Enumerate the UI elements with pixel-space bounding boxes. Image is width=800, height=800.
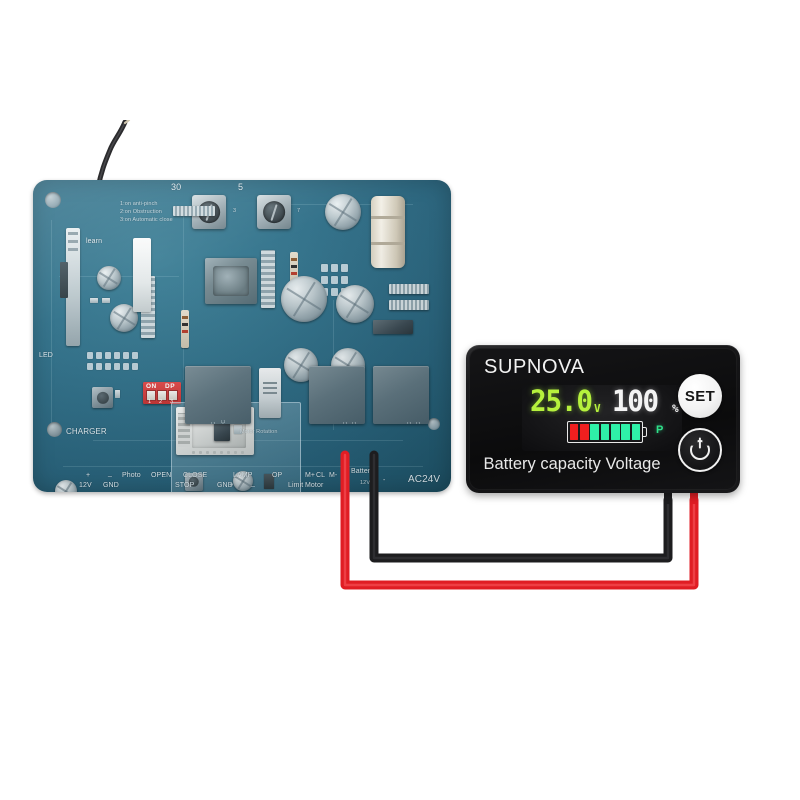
power-button[interactable]	[678, 428, 722, 472]
relay-motor-2: HKE HRS4H-S-DC12V 12A 125VAC 10A 250VAC	[309, 366, 365, 424]
voltage-regulator	[373, 320, 413, 334]
silk-motor-rotation: Motor Rotation	[240, 429, 278, 435]
relay-left-rating-1: 10A 277VAC	[211, 422, 217, 424]
label-photo: Photo	[122, 472, 141, 479]
mounting-hole	[47, 422, 62, 437]
label-supply-12v: 12V	[79, 482, 92, 489]
dip-switch[interactable]: ON DP 1 2 3	[143, 382, 181, 405]
electrolytic-cap	[325, 194, 361, 230]
label-close: CLOSE	[183, 472, 208, 479]
label-stop: STOP	[175, 482, 195, 489]
dip-switch-3[interactable]	[168, 390, 178, 401]
dip-number-3: 3	[170, 399, 173, 405]
brand-label: SUPNOVA	[484, 356, 585, 378]
dip-number-2: 2	[159, 398, 163, 405]
silk-led-label: LED	[39, 352, 53, 359]
label-motor: Motor	[305, 482, 324, 489]
label-motor-minus: M-	[329, 472, 338, 479]
label-gnd-2: GND	[217, 482, 233, 489]
battery-segment-1	[569, 423, 579, 441]
silk-mode-line-2: 2:on Obstruction	[120, 209, 162, 215]
set-button[interactable]: SET	[678, 374, 722, 418]
learn-button[interactable]	[92, 387, 113, 408]
power-icon-bar	[698, 437, 702, 449]
electrolytic-cap	[55, 480, 77, 492]
silk-pot-right-value: 5	[238, 182, 244, 192]
dip-number-1: 1	[148, 398, 152, 405]
label-gnd: GND	[103, 482, 119, 489]
label-lamp: LAMP	[233, 472, 253, 479]
heatsink	[389, 284, 429, 294]
label-supply-minus: _	[108, 470, 112, 477]
dip-on-label: ON	[146, 382, 157, 390]
relay-right-rating-1: 12A 125VAC	[407, 422, 413, 424]
meter-subtitle: Battery capacity Voltage	[483, 455, 661, 473]
dip-switch-2[interactable]	[157, 390, 167, 401]
label-battery-minus: -	[383, 477, 386, 484]
edge-connector	[66, 228, 80, 346]
silk-mode-line-1: 1:on anti-pinch	[120, 201, 158, 207]
relay-motor-3: HKE HRS4H-S-DC12V 12A 125VAC 10A 250VAC	[373, 366, 429, 424]
electrolytic-cap	[336, 285, 374, 323]
silk-pot-left-value: 30	[171, 182, 182, 192]
voltage-unit: V	[594, 402, 601, 415]
dip-switch-1[interactable]	[146, 390, 156, 401]
label-motor-plus: M+	[305, 472, 316, 479]
label-limit: Limit	[288, 482, 304, 489]
heatsink	[261, 250, 275, 308]
battery-segment-7	[631, 423, 641, 441]
label-battery: Battery	[351, 468, 374, 475]
label-battery-12v: 12V	[360, 480, 371, 486]
percent-unit: %	[672, 402, 679, 415]
electrolytic-cap	[281, 276, 327, 322]
battery-segment-2	[579, 423, 589, 441]
relay-motor-1: TAISANG TRG-112DM 10A 277VAC 10A 30VDC	[185, 366, 251, 424]
label-limit-cl: CL	[316, 472, 326, 479]
electrolytic-cap	[233, 471, 253, 491]
silk-learn-label: learn	[86, 238, 103, 245]
label-ac24v: AC24V	[408, 474, 441, 485]
heatsink	[173, 206, 215, 216]
lcd-display: 25.0 V 100 % P	[522, 384, 682, 451]
silk-pot-left-low: 3	[233, 208, 237, 214]
module-button[interactable]	[185, 473, 203, 491]
white-component	[133, 238, 151, 312]
cylindrical-component	[371, 196, 405, 268]
mode-flag: P	[656, 424, 664, 436]
label-lamp-minus: _	[251, 480, 255, 487]
mounting-hole	[428, 418, 440, 430]
relay-right-rating-2: 10A 250VAC	[416, 422, 422, 424]
battery-capacity-meter: SUPNOVA 25.0 V 100 % P Battery capacity …	[466, 345, 740, 493]
battery-segment-3	[590, 423, 600, 441]
percent-value: 100	[612, 384, 659, 418]
battery-segment-5	[610, 423, 620, 441]
dip-dp-label: DP	[165, 382, 176, 390]
mounting-hole	[45, 192, 61, 208]
label-open: OPEN	[151, 472, 172, 479]
label-supply-plus: +	[86, 472, 91, 479]
battery-gauge-body	[567, 421, 643, 443]
battery-gauge-terminal	[643, 427, 647, 437]
battery-segment-6	[621, 423, 631, 441]
voltage-value: 25.0	[530, 384, 593, 418]
label-limit-op: OP	[272, 472, 283, 479]
potentiometer-force[interactable]	[257, 195, 291, 229]
label-lamp-plus: +	[229, 482, 234, 489]
heatsink	[389, 300, 429, 310]
label-battery-plus: +	[344, 478, 349, 485]
electrolytic-cap	[97, 266, 121, 290]
battery-gauge	[567, 421, 649, 443]
control-board: 1:on anti-pinch 2:on Obstruction 3:on Au…	[33, 180, 451, 492]
silk-mode-line-3: 3:on Automatic close	[120, 217, 173, 223]
resistor	[181, 310, 189, 348]
relay-mid-rating-1: 12A 125VAC	[343, 422, 349, 424]
silk-pot-right-high: 7	[297, 208, 301, 214]
relay-mid-rating-2: 10A 250VAC	[352, 422, 358, 424]
silk-charger-label: CHARGER	[66, 427, 107, 436]
relay-left-rating-2: 10A 30VDC	[221, 420, 227, 424]
battery-segment-4	[600, 423, 610, 441]
